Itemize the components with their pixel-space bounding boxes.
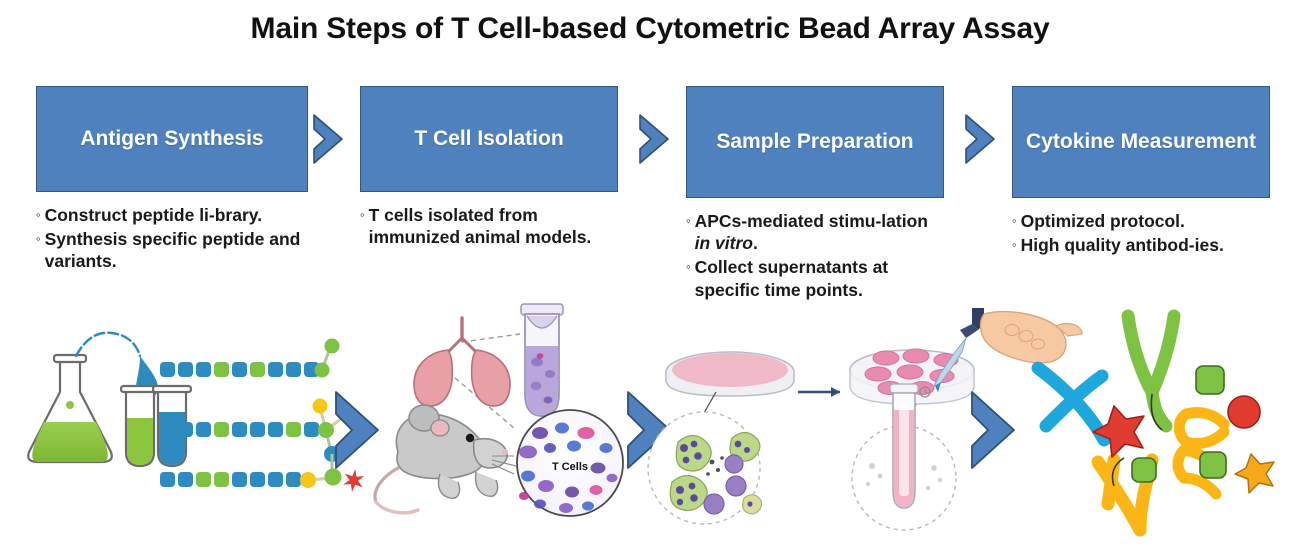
bead-circle-red <box>1227 395 1261 429</box>
step-header-t-cell-isolation[interactable]: T Cell Isolation <box>360 86 618 192</box>
chevron-art1-art2-icon <box>335 391 379 469</box>
step-header-cytokine-measurement[interactable]: Cytokine Measurement <box>1012 86 1270 198</box>
step-bullets-t-cell-isolation: ◦ T cells isolated from immunized animal… <box>360 204 618 248</box>
chevron-step1-step2-icon <box>310 113 350 169</box>
hand-icon <box>979 311 1083 364</box>
peptide-chain-row-1 <box>160 338 340 378</box>
chevron-step2-step3-icon <box>636 113 676 169</box>
list-item-text: Collect supernatants at specific time po… <box>694 257 889 300</box>
antigen-synthesis-illustration <box>27 331 365 492</box>
step-header-antigen-synthesis[interactable]: Antigen Synthesis <box>36 86 308 192</box>
list-item: ◦ High quality antibod-ies. <box>1012 234 1270 256</box>
step-bullets-cytokine-measurement: ◦ Optimized protocol. ◦ High quality ant… <box>1012 210 1270 256</box>
step-header-sample-preparation[interactable]: Sample Preparation <box>686 86 944 198</box>
bead-star-orange <box>1234 453 1275 494</box>
mouse-icon <box>373 404 517 515</box>
list-item-text-italic: in vitro <box>694 233 753 254</box>
apc-cell-cluster-zoom <box>647 411 763 525</box>
peptide-chain-row-3 <box>160 468 365 492</box>
bullet-marker-icon: ◦ <box>360 207 365 222</box>
petri-dish-icon <box>665 351 795 397</box>
flow-arrow-icon <box>798 387 840 397</box>
antibody-blue-icon <box>1031 361 1111 447</box>
step-bullets-antigen-synthesis: ◦ Construct peptide li-brary. ◦ Synthesi… <box>36 204 308 273</box>
list-item-text: APCs-mediated stimu-lation in vitro. <box>695 210 944 254</box>
page-title: Main Steps of T Cell-based Cytometric Be… <box>250 12 1050 45</box>
t-cell-isolation-illustration: T Cells <box>373 303 624 517</box>
list-item-text: Synthesis specific peptide and variants. <box>44 229 301 272</box>
illustration-stage: T Cells <box>0 300 1300 543</box>
list-item: ◦ Synthesis specific peptide and variant… <box>36 228 308 272</box>
list-item: ◦ Construct peptide li-brary. <box>36 204 308 226</box>
list-item: ◦ Optimized protocol. <box>1012 210 1270 232</box>
list-item-text-post: . <box>752 233 758 254</box>
cytokine-measurement-illustration <box>1031 309 1275 537</box>
step-column-t-cell-isolation: T Cell Isolation ◦ T cells isolated from… <box>360 86 618 250</box>
bead-star-red <box>1092 405 1145 458</box>
list-item-text: Optimized protocol. <box>1020 211 1185 231</box>
bullet-marker-icon: ◦ <box>686 213 691 228</box>
step-column-cytokine-measurement: Cytokine Measurement ◦ Optimized protoco… <box>1012 86 1270 258</box>
test-tube-green-icon <box>119 384 161 468</box>
step-bullets-sample-preparation: ◦ APCs-mediated stimu-lation in vitro. ◦… <box>686 210 944 301</box>
bead-square-green-1 <box>1195 365 1225 395</box>
step-column-sample-preparation: Sample Preparation ◦ APCs-mediated stimu… <box>686 86 944 303</box>
step-column-antigen-synthesis: Antigen Synthesis ◦ Construct peptide li… <box>36 86 308 275</box>
bullet-marker-icon: ◦ <box>36 207 41 222</box>
list-item-text-pre: APCs-mediated stimu-lation <box>694 211 928 231</box>
bullet-marker-icon: ◦ <box>686 259 691 275</box>
list-item: ◦ Collect supernatants at specific time … <box>686 256 944 300</box>
list-item: ◦ APCs-mediated stimu-lation in vitro. <box>686 210 944 254</box>
sample-preparation-illustration <box>647 308 1083 531</box>
t-cell-microscopy-circle: T Cells <box>516 409 624 517</box>
list-item-text: High quality antibod-ies. <box>1020 235 1224 256</box>
list-item: ◦ T cells isolated from immunized animal… <box>360 204 618 248</box>
bead-square-green-2 <box>1199 451 1227 479</box>
peptide-chain-row-2 <box>160 398 355 476</box>
chevron-art3-art4-icon <box>971 391 1015 469</box>
antibody-orange-upper-icon <box>1173 406 1230 450</box>
erlenmeyer-flask-icon <box>27 331 142 464</box>
t-cells-label: T Cells <box>552 461 588 473</box>
lungs-icon <box>413 316 511 407</box>
bullet-marker-icon: ◦ <box>1012 213 1017 228</box>
chevron-step3-step4-icon <box>962 113 1002 169</box>
list-item-text: T cells isolated from immunized animal m… <box>368 205 592 248</box>
collection-tube-icon <box>889 383 931 509</box>
list-item-text: Construct peptide li-brary. <box>44 205 263 225</box>
centrifuge-tube-icon <box>520 303 564 417</box>
bead-square-green-3 <box>1131 457 1157 483</box>
bullet-marker-icon: ◦ <box>1012 237 1017 253</box>
bullet-marker-icon: ◦ <box>36 231 41 247</box>
